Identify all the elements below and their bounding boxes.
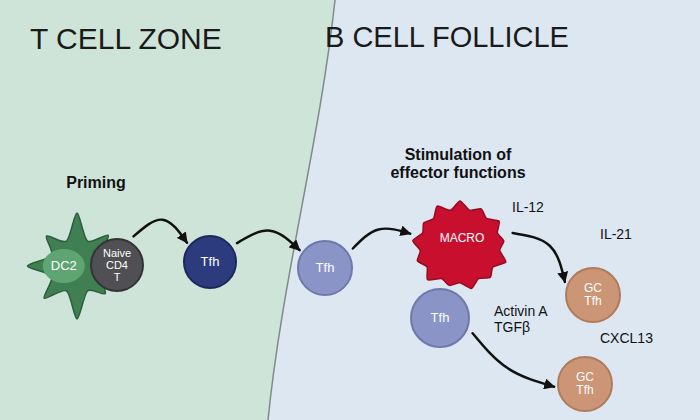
cell-body (413, 201, 506, 289)
cell-label: Tfh (201, 255, 220, 269)
cell-label: MACRO (440, 232, 485, 245)
cell-body (298, 241, 352, 295)
arrow-connector (237, 231, 300, 251)
gc-tfh-cell: GC Tfh (565, 267, 621, 323)
macrophage: MACRO (410, 200, 510, 292)
zone-region: DC2 Naive CD4 T Tfh T CELL ZONE (0, 0, 285, 420)
cell-label: Tfh (316, 261, 335, 275)
cell-label: GC Tfh (571, 371, 599, 397)
cell-body (566, 268, 620, 322)
zone-heading: T CELL ZONE (30, 22, 222, 55)
step-heading: Priming (46, 174, 146, 192)
zone-region: Tfh MACRO Tfh GC Tfh GC Tfh B CELL FOLLICLE (285, 0, 700, 420)
cell-body (411, 289, 469, 347)
cell-label: Naive CD4 T (103, 247, 131, 283)
cell-label: GC Tfh (579, 282, 607, 308)
arrow-connector (513, 233, 565, 282)
arrow-connector (473, 333, 554, 386)
b-follicle-ground (268, 0, 700, 420)
cell-label: Tfh (431, 311, 450, 325)
cell-body (184, 236, 236, 288)
signal-label: IL-12 (512, 199, 562, 215)
chemokine-label: CXCL13 (600, 330, 670, 346)
signal-label: Activin A TGFβ (494, 303, 560, 335)
cytokine-label: IL-21 (600, 226, 650, 242)
arrow-connector (353, 229, 410, 249)
cell-label: DC2 (51, 259, 77, 273)
tfh-cell: Tfh (183, 235, 237, 289)
step-heading: Stimulation of effector functions (378, 146, 538, 183)
tfh-cell: Tfh (410, 288, 470, 348)
cell-body (91, 239, 143, 291)
gc-tfh-cell: GC Tfh (557, 356, 613, 412)
cell-body (558, 357, 612, 411)
zone-boundary (268, 0, 335, 420)
tfh-cell: Tfh (297, 240, 353, 296)
arrow-connector (134, 220, 188, 243)
cell-nucleus (43, 249, 85, 283)
zone-heading: B CELL FOLLICLE (325, 22, 569, 54)
macrophage-outline (410, 200, 510, 292)
naive-t-cell: Naive CD4 T (90, 238, 144, 292)
